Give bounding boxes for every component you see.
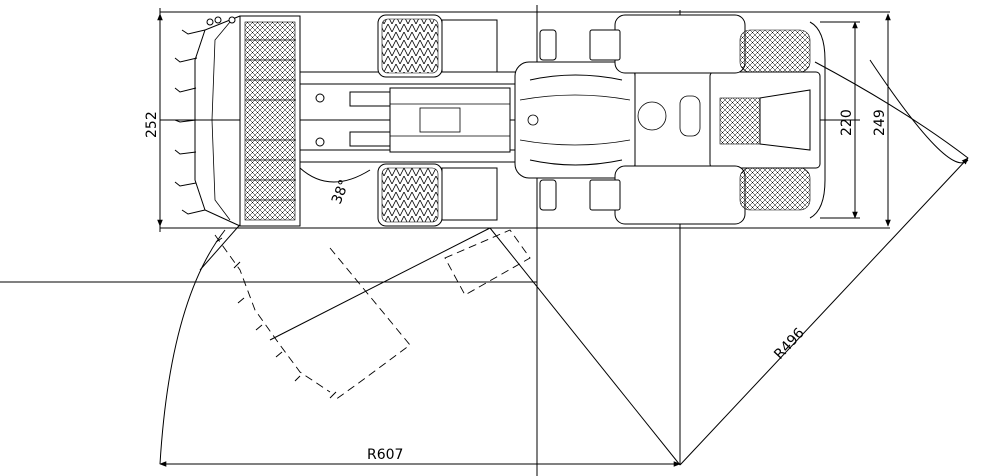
lift-arms xyxy=(299,71,521,163)
angle-arc xyxy=(299,167,371,183)
bucket-teeth xyxy=(174,16,236,215)
front-tire-top xyxy=(377,14,498,78)
rear-frame xyxy=(634,69,821,171)
turned-bucket-teeth xyxy=(215,237,337,399)
outer-radius-arc xyxy=(159,229,226,465)
front-tire-bottom xyxy=(377,163,498,227)
width-outer-label: 249 xyxy=(872,109,888,136)
inner-radius-dimension xyxy=(679,157,969,466)
turned-bucket-outline xyxy=(214,229,531,401)
operator-cab xyxy=(514,29,636,211)
rear-tire-top xyxy=(589,14,811,74)
counterweight xyxy=(809,21,826,219)
inner-radius-arc xyxy=(814,61,969,159)
bucket xyxy=(194,15,301,227)
outer-radius-label: R607 xyxy=(367,447,403,463)
rear-tire-bottom xyxy=(589,165,811,225)
width-left-label: 252 xyxy=(144,111,160,138)
inner-radius-label: R496 xyxy=(771,325,808,363)
width-inner-label: 220 xyxy=(839,109,855,136)
